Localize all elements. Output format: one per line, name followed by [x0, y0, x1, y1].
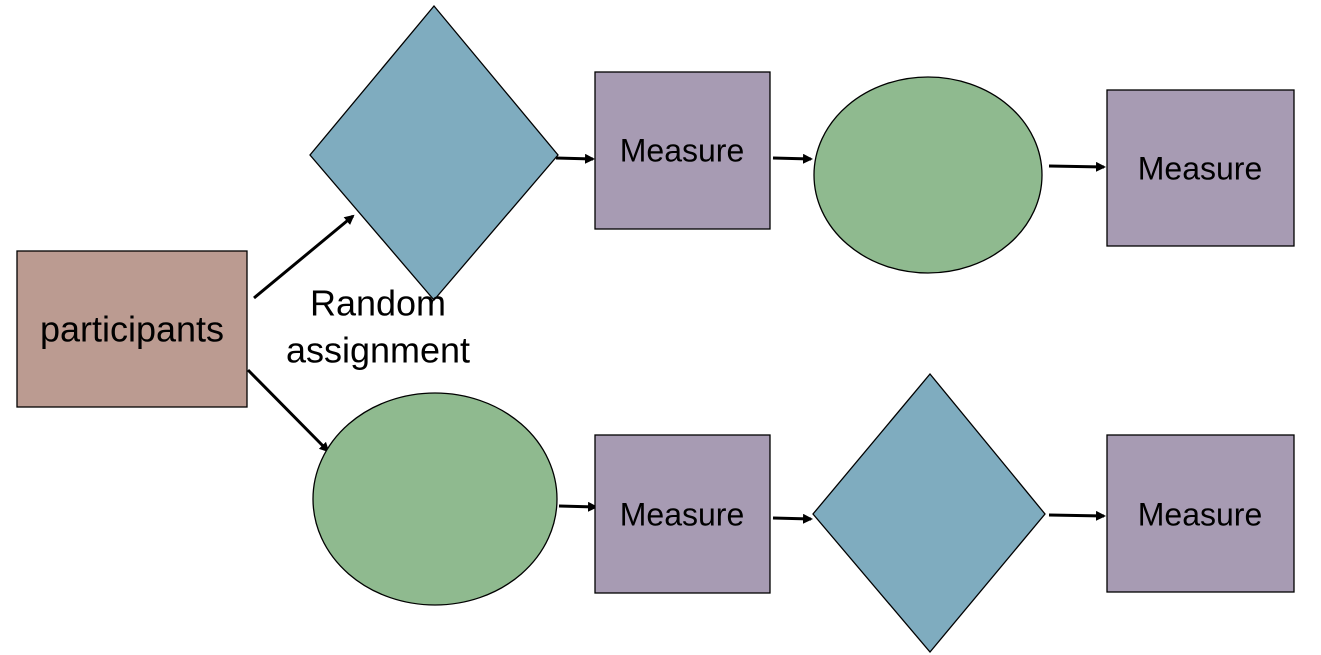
random-assignment-label-line2: assignment — [286, 330, 470, 371]
bottom-measure-box-1 — [594, 434, 771, 594]
arrow-top-measure-to-ellipse — [772, 153, 813, 164]
arrow-top-diamond-to-measure — [555, 153, 595, 164]
top-measure-box-2 — [1106, 89, 1295, 247]
arrow-bottom-diamond-to-measure — [1048, 510, 1106, 521]
top-measure-box-1 — [594, 71, 771, 230]
arrow-to-top-branch — [253, 214, 355, 300]
participants-label: participants — [40, 309, 224, 350]
bottom-treatment-diamond — [812, 372, 1046, 654]
bottom-measure-label-1: Measure — [620, 496, 745, 532]
arrow-top-ellipse-to-measure — [1048, 161, 1106, 172]
bottom-treatment-ellipse — [312, 392, 558, 606]
top-measure-label-1: Measure — [620, 132, 745, 168]
arrow-bottom-measure-to-diamond — [772, 513, 813, 524]
bottom-measure-label-2: Measure — [1138, 496, 1263, 532]
random-assignment-label-line1: Random — [310, 283, 446, 324]
arrow-bottom-ellipse-to-measure — [558, 501, 598, 512]
top-treatment-ellipse — [813, 76, 1043, 274]
top-measure-label-2: Measure — [1138, 150, 1263, 186]
top-treatment-diamond — [309, 4, 559, 302]
participants-box — [16, 250, 248, 408]
bottom-measure-box-2 — [1106, 434, 1295, 593]
arrow-to-bottom-branch — [246, 368, 330, 453]
